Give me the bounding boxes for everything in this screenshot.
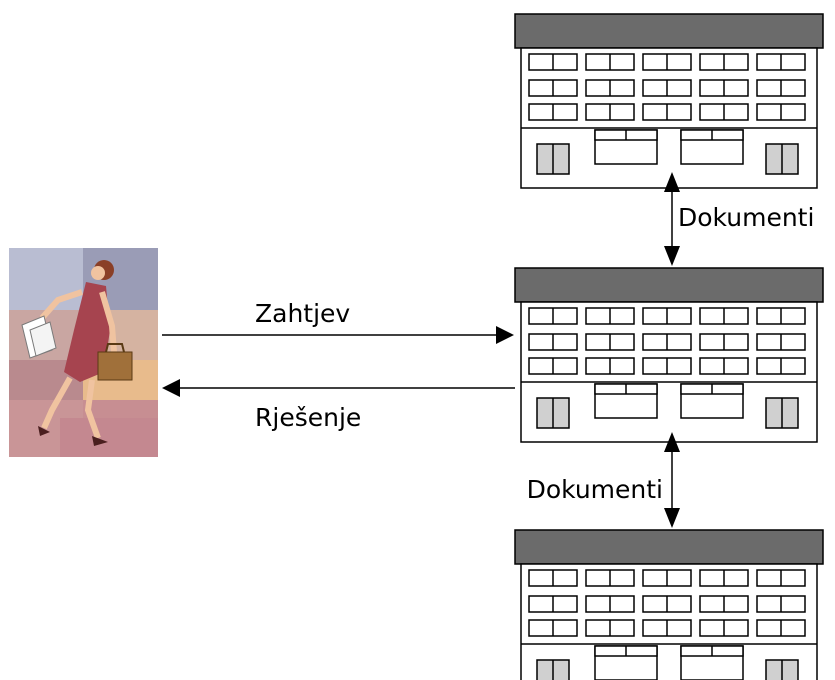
response-arrow [162, 379, 515, 397]
request-label: Zahtjev [255, 299, 350, 328]
documents-arrow-lower [664, 432, 680, 528]
documents-arrow-upper [664, 172, 680, 266]
documents-label-lower: Dokumenti [527, 475, 663, 504]
office-building-top [514, 13, 824, 189]
office-building-middle [514, 267, 824, 443]
person-with-briefcase-illustration [9, 248, 158, 457]
response-label: Rješenje [255, 403, 361, 432]
documents-label-upper: Dokumenti [678, 203, 814, 232]
office-building-bottom [514, 529, 824, 680]
request-arrow [162, 326, 514, 344]
